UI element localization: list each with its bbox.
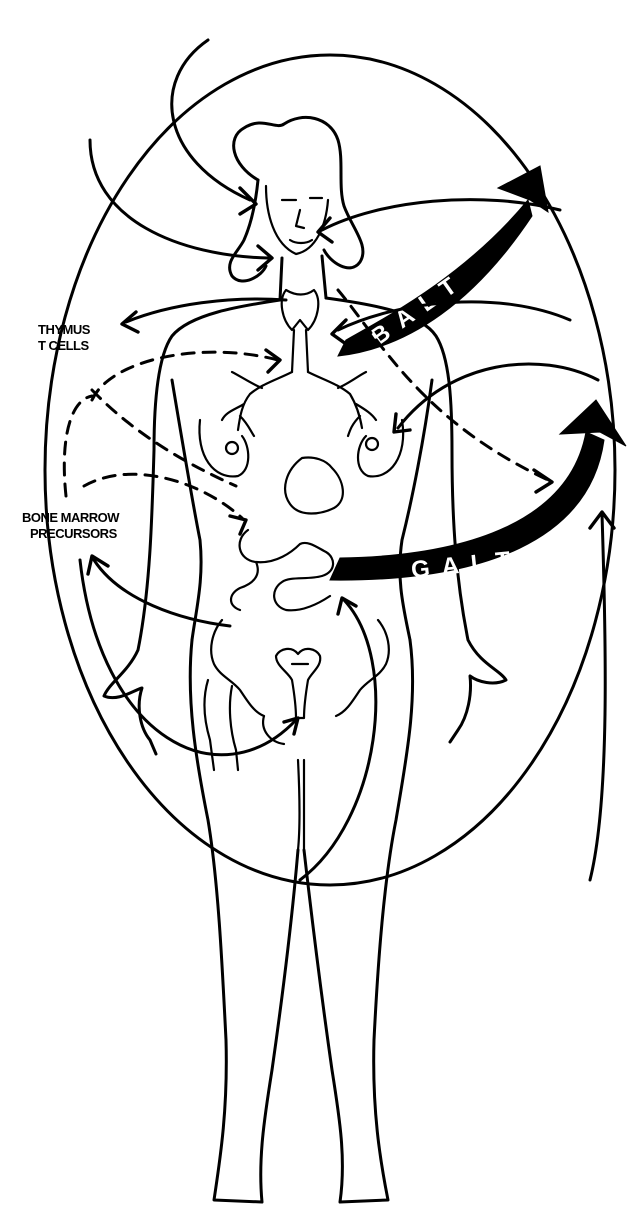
organs	[204, 290, 388, 770]
text-labels: THYMUS T CELLS BONE MARROW PRECURSORS	[22, 322, 120, 541]
bone-marrow-label-line1: BONE MARROW	[22, 510, 120, 525]
thymus-label-line1: THYMUS	[38, 322, 91, 337]
balt-band: BALT	[338, 166, 548, 356]
thyroid	[282, 290, 319, 330]
galt-band: GALT	[330, 400, 626, 584]
bronchial-tree-right	[308, 372, 376, 436]
stomach	[285, 457, 343, 513]
uterus	[276, 649, 320, 718]
pelvis	[211, 620, 389, 716]
intestines	[231, 530, 333, 610]
trachea	[292, 330, 308, 372]
dashed-arrows	[64, 290, 552, 534]
bone-marrow-label-line2: PRECURSORS	[30, 526, 118, 541]
bronchial-tree-left	[222, 372, 292, 436]
circulation-arrows	[80, 40, 614, 880]
thymus-label-line2: T CELLS	[38, 338, 89, 353]
